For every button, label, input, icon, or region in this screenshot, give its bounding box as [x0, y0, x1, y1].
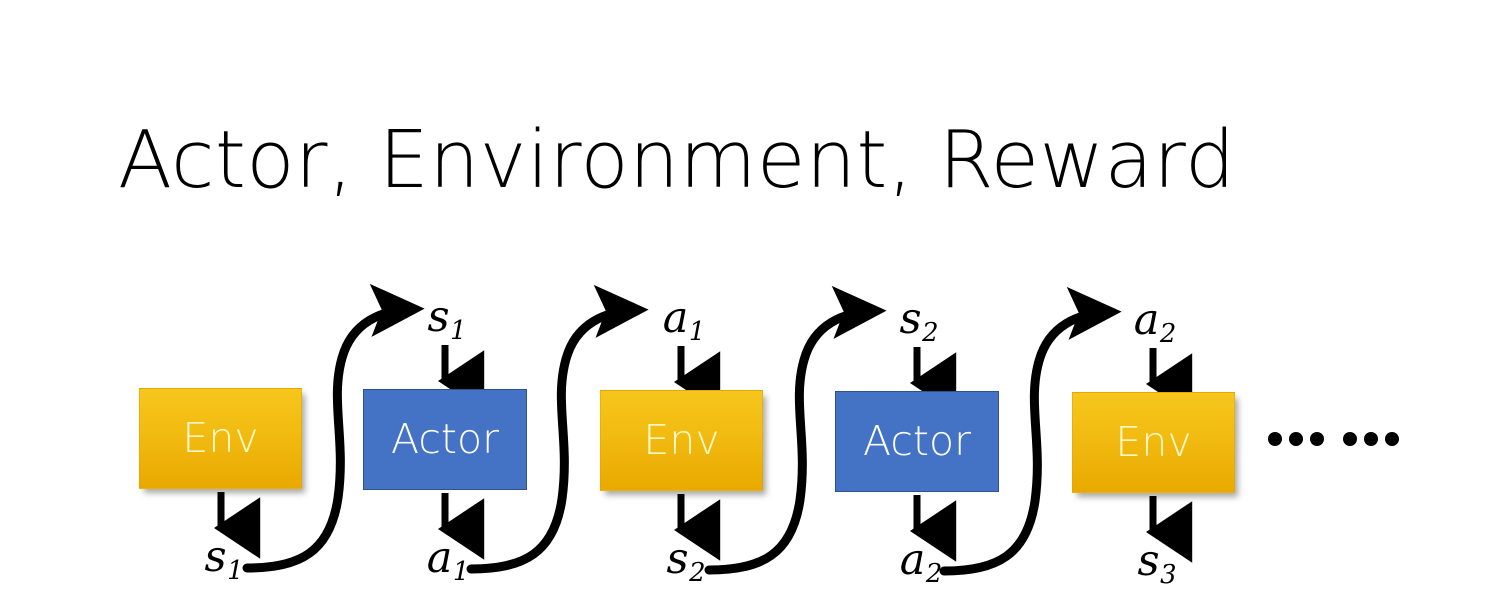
label-top-a2-sub: 2: [1159, 318, 1177, 349]
label-bottom-s1-base: s: [204, 532, 227, 582]
ellipsis-dot: [1310, 432, 1324, 446]
actor-box-2-label: Actor: [863, 417, 971, 465]
ellipsis-dot: [1268, 432, 1282, 446]
env-box-1[interactable]: Env: [139, 388, 302, 489]
label-bottom-a2-sub: 2: [925, 558, 943, 589]
label-bottom-s2: s2: [667, 538, 706, 587]
ellipsis-dot: [1289, 432, 1303, 446]
label-bottom-s1-sub: 1: [227, 555, 244, 586]
label-bottom-a1-base: a: [426, 533, 453, 583]
label-bottom-s2-sub: 2: [689, 557, 706, 588]
env-box-3-label: Env: [1115, 418, 1192, 466]
label-top-a1-base: a: [662, 293, 689, 343]
ellipsis-gap: [1331, 439, 1336, 440]
label-top-a2-base: a: [1133, 295, 1160, 345]
env-box-1-label: Env: [182, 414, 259, 462]
down-arrows-into-boxes: [437, 345, 1193, 415]
actor-box-2[interactable]: Actor: [835, 391, 999, 492]
label-top-s1-base: s: [427, 292, 450, 342]
env-box-2[interactable]: Env: [600, 390, 763, 491]
label-top-a2: a2: [1134, 299, 1177, 348]
label-top-s2: s2: [900, 298, 939, 347]
label-bottom-a2-base: a: [899, 535, 926, 585]
label-top-a1-sub: 1: [688, 316, 706, 347]
actor-box-1-label: Actor: [391, 415, 499, 463]
label-bottom-s3-base: s: [1137, 536, 1160, 586]
ellipsis-dot: [1385, 432, 1399, 446]
env-box-3[interactable]: Env: [1072, 392, 1235, 493]
page-title: Actor, Environment, Reward: [118, 114, 1236, 206]
actor-box-1[interactable]: Actor: [363, 389, 527, 490]
down-arrows-out-of-boxes: [213, 492, 1193, 563]
label-bottom-s3-sub: 3: [1160, 559, 1177, 590]
label-top-s2-base: s: [899, 294, 922, 344]
ellipsis-icon: [1268, 432, 1399, 446]
label-bottom-a1-sub: 1: [452, 556, 470, 587]
label-top-a1: a1: [663, 297, 706, 346]
ellipsis-dot: [1364, 432, 1378, 446]
label-bottom-a2: a2: [900, 539, 943, 588]
label-top-s1-sub: 1: [450, 315, 467, 346]
label-bottom-s1: s1: [205, 536, 244, 585]
label-top-s1: s1: [428, 296, 467, 345]
label-bottom-s3: s3: [1138, 540, 1177, 589]
label-top-s2-sub: 2: [922, 317, 939, 348]
label-bottom-a1: a1: [427, 537, 470, 586]
label-bottom-s2-base: s: [666, 534, 689, 584]
ellipsis-dot: [1343, 432, 1357, 446]
env-box-2-label: Env: [643, 416, 720, 464]
